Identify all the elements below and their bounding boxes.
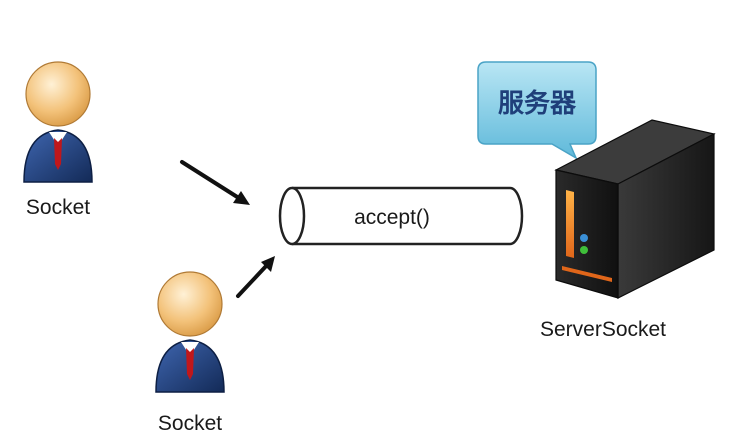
arrow-bottom-to-pipe xyxy=(236,256,275,298)
client-label-bottom: Socket xyxy=(158,412,222,435)
server-tower-icon xyxy=(554,119,716,299)
bubble-label: 服务器 xyxy=(498,89,577,119)
client-person-bottom xyxy=(155,271,225,393)
client-label-top: Socket xyxy=(26,196,90,219)
person-icon xyxy=(155,271,225,393)
pipe-label: accept() xyxy=(354,206,430,229)
person-icon xyxy=(23,61,93,183)
client-person-top xyxy=(23,61,93,183)
accept-pipe xyxy=(278,186,524,246)
arrow-top-to-pipe xyxy=(180,160,250,205)
server-label: ServerSocket xyxy=(540,318,666,341)
server-speech-bubble xyxy=(477,61,597,160)
